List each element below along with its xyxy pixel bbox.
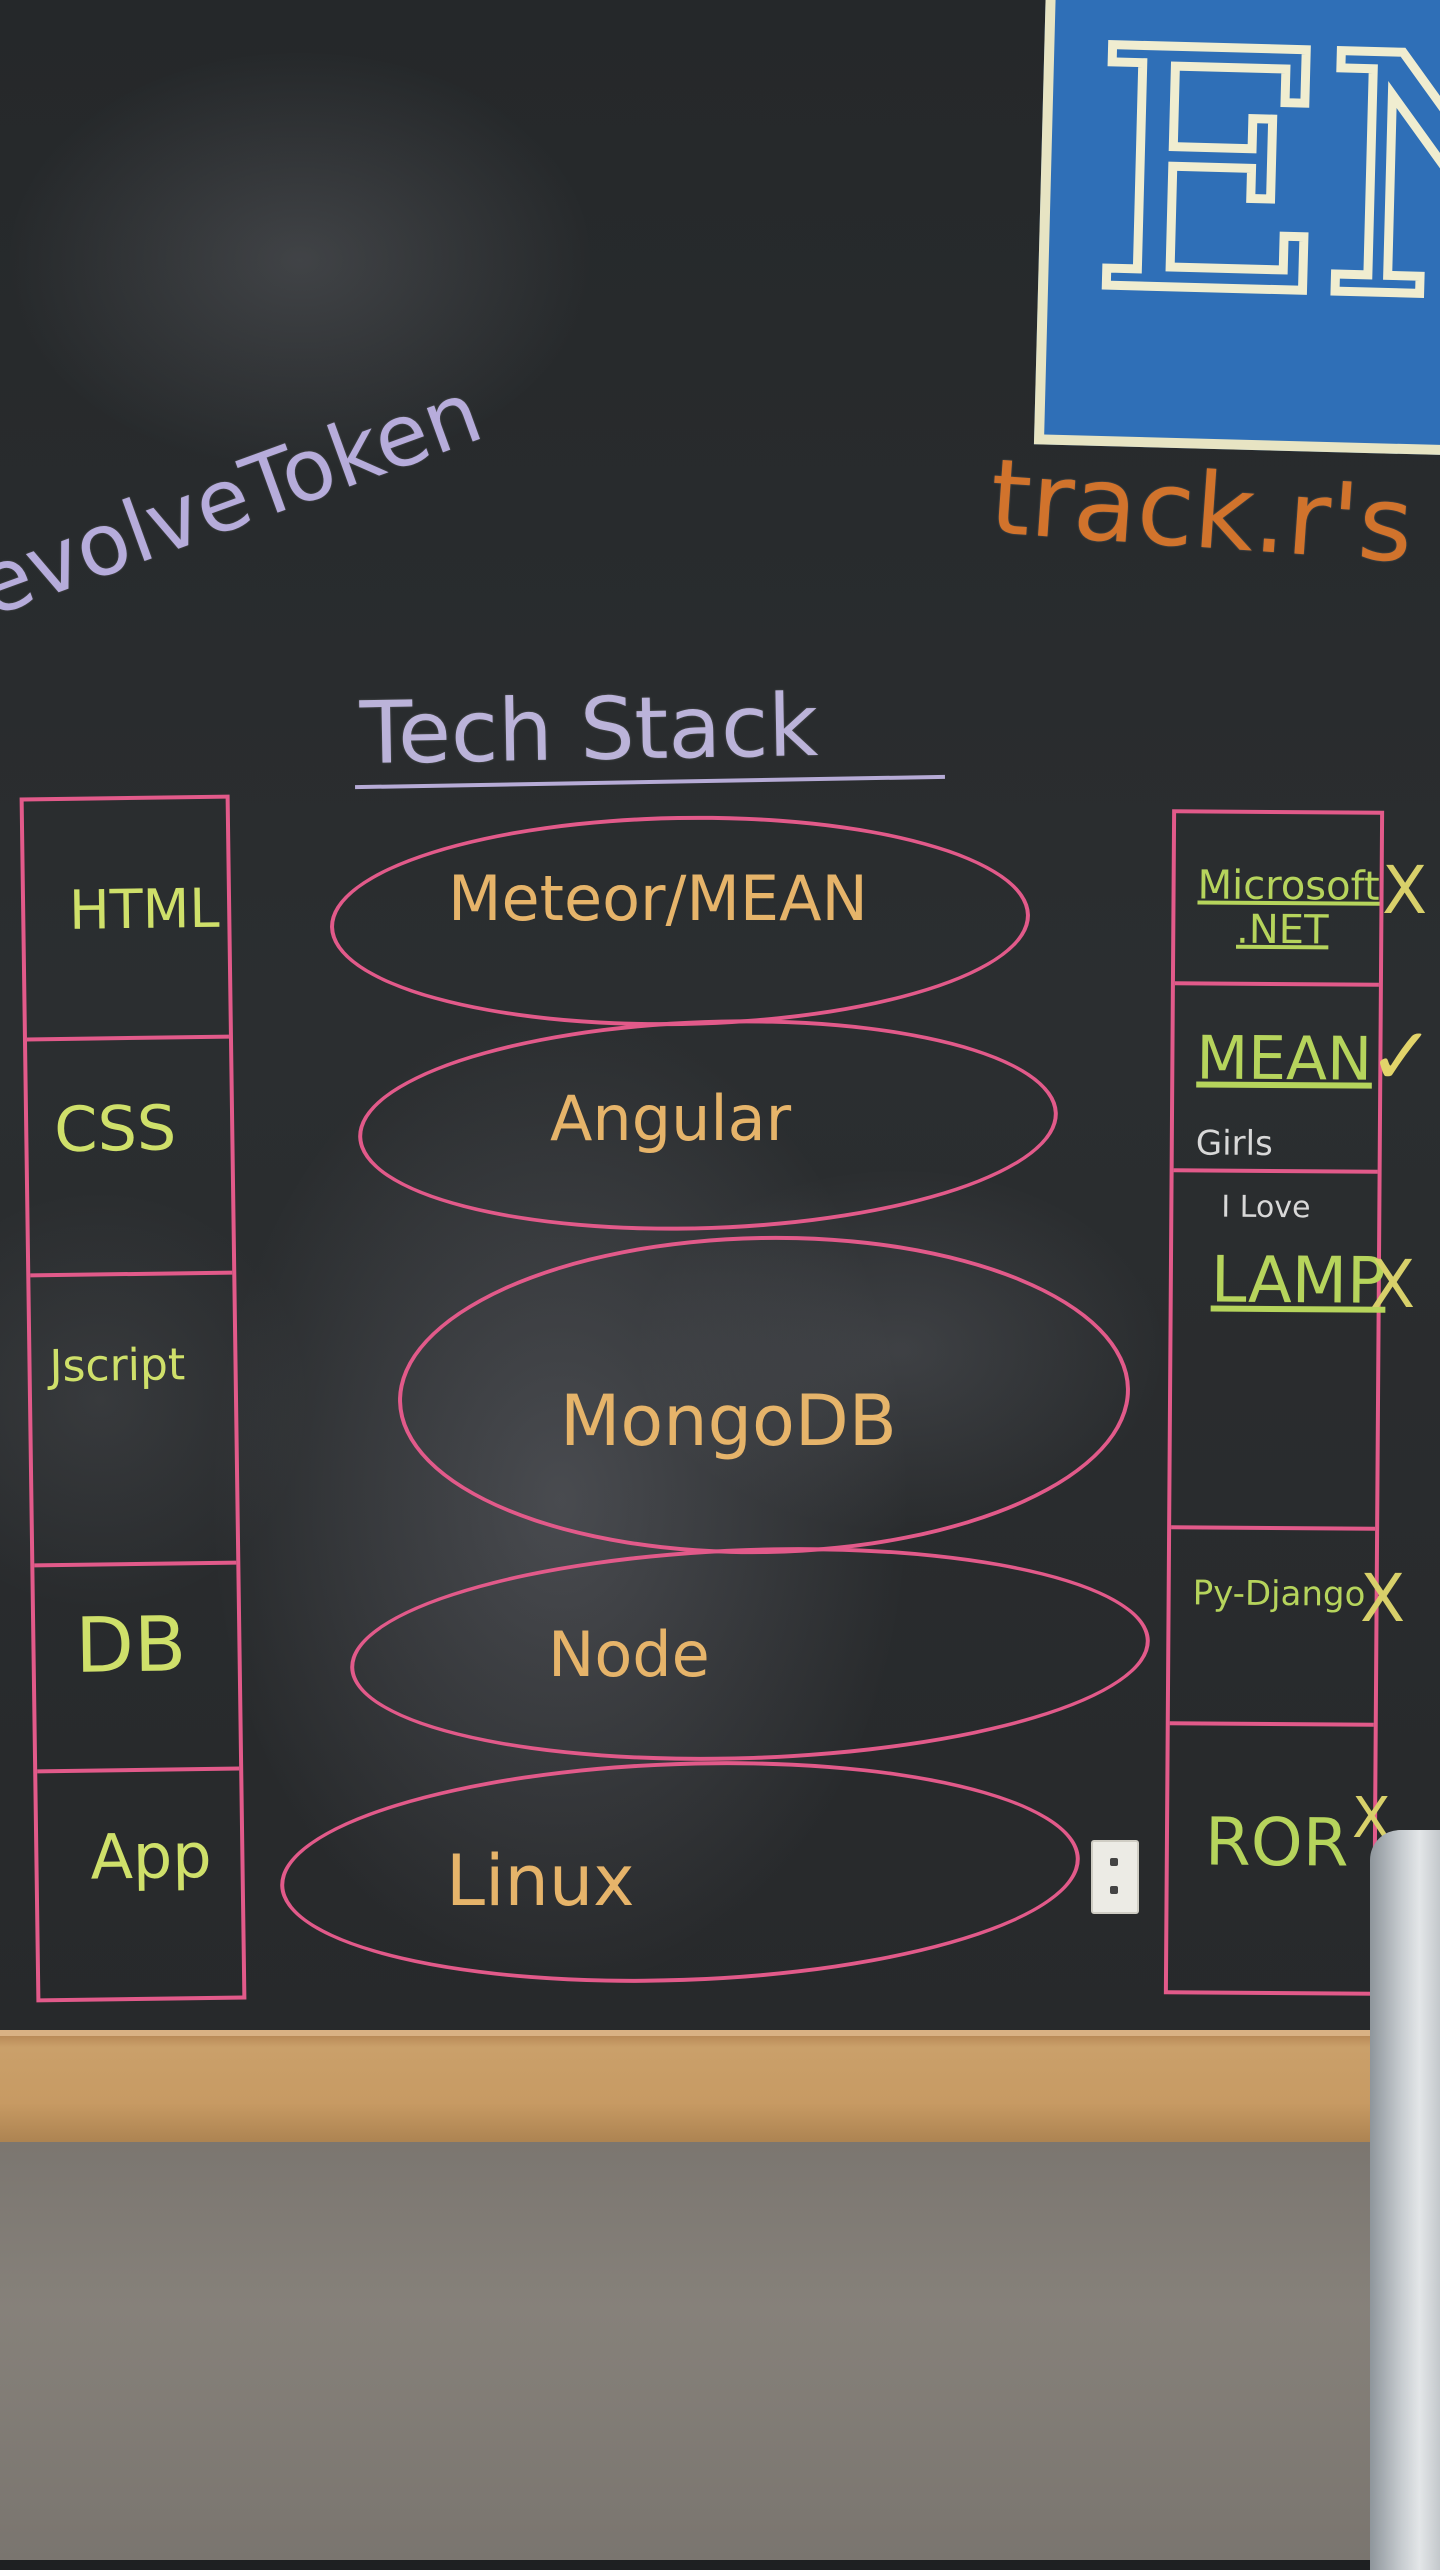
pipe (1370, 1830, 1440, 2570)
option-note-i-love: I Love (1221, 1189, 1311, 1226)
wall-outlet (1091, 1840, 1139, 1914)
option-label-ror: ROR (1204, 1803, 1349, 1882)
stack-label-node: Node (548, 1618, 710, 1691)
option-label-lamp: LAMP (1210, 1243, 1386, 1319)
stack-label-angular: Angular (550, 1082, 792, 1155)
stack-label-linux: Linux (446, 1840, 635, 1922)
rejected-mark: X (1382, 852, 1428, 929)
layer-label-jscript: Jscript (49, 1339, 186, 1393)
option-divider (1169, 1721, 1374, 1727)
option-divider (1174, 981, 1379, 987)
rejected-mark: X (1360, 1560, 1406, 1637)
floor (0, 2142, 1440, 2560)
corner-logo: EN (1033, 0, 1440, 456)
stack-label-meteor-mean: Meteor/MEAN (448, 862, 868, 935)
option-note-girls: Girls (1195, 1123, 1273, 1164)
layer-label-html: HTML (68, 876, 220, 942)
layer-column: HTML CSS Jscript DB App (19, 794, 247, 2003)
chalk-ledge (0, 2030, 1415, 2148)
option-label-py-django: Py-Django (1192, 1573, 1366, 1615)
option-label-dotnet: Microsoft .NET (1197, 862, 1380, 954)
layer-label-css: CSS (53, 1091, 177, 1167)
logo-letters: EN (1082, 0, 1440, 380)
layer-divider (30, 1270, 233, 1278)
stack-label-mongodb: MongoDB (560, 1380, 897, 1462)
option-divider (1171, 1525, 1376, 1531)
rejected-mark: X (1370, 1246, 1416, 1323)
stack-title: Tech Stack (359, 676, 819, 784)
layer-divider (26, 1034, 229, 1042)
approved-checkmark: ✓ (1368, 1010, 1436, 1103)
option-label-mean: MEAN (1196, 1023, 1373, 1095)
layer-label-db: DB (74, 1599, 187, 1690)
layer-label-app: App (89, 1818, 213, 1894)
option-divider (1173, 1168, 1378, 1174)
layer-divider (37, 1766, 240, 1774)
layer-divider (34, 1560, 237, 1568)
